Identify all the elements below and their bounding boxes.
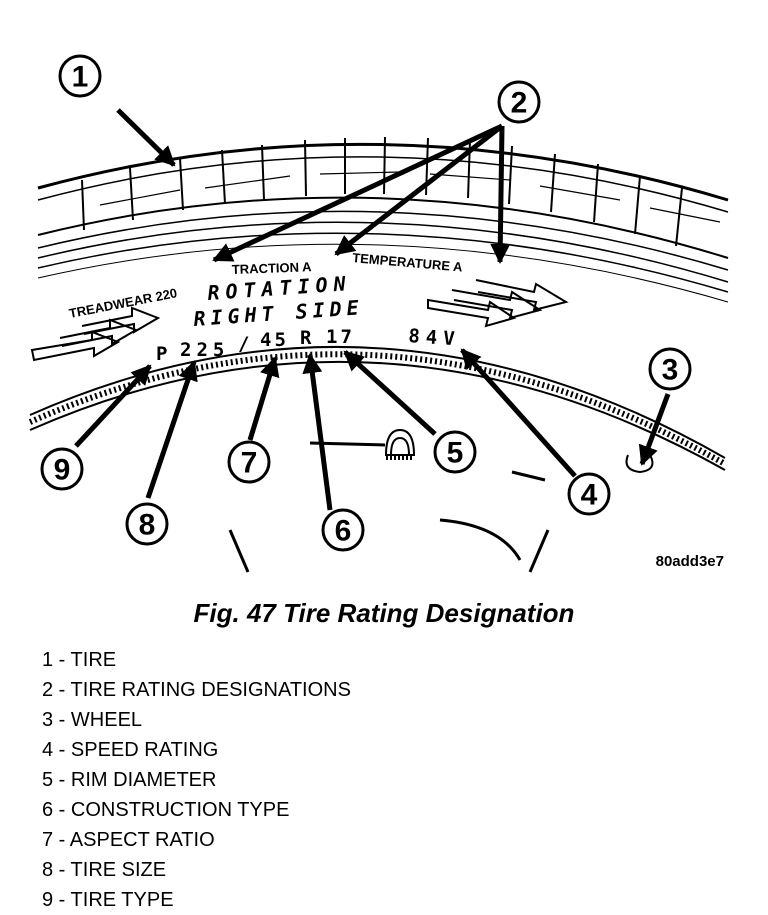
- traction-marking: TRACTION A: [232, 259, 313, 277]
- wheel-sketch: [625, 454, 654, 474]
- svg-text:1: 1: [72, 61, 89, 94]
- svg-text:9: 9: [54, 454, 71, 487]
- callout-leaders: [74, 108, 671, 511]
- legend-item: 7ASPECT RATIO: [42, 825, 351, 855]
- legend-list: 1TIRE 2TIRE RATING DESIGNATIONS 3WHEEL 4…: [42, 645, 351, 915]
- wheel-lines: [228, 441, 550, 573]
- legend-item: 3WHEEL: [42, 705, 351, 735]
- legend-item: 5RIM DIAMETER: [42, 765, 351, 795]
- size-slash: /: [238, 333, 249, 355]
- rim-diameter-marking: 17: [326, 326, 355, 348]
- tire-sidewall-markings: TREADWEAR 220 TRACTION A TEMPERATURE A R…: [68, 250, 464, 365]
- callout-3: 3: [648, 347, 692, 391]
- valve-stem-icon: [384, 428, 416, 460]
- callout-1: 1: [58, 54, 102, 98]
- svg-text:3: 3: [662, 354, 679, 387]
- image-code: 80add3e7: [656, 553, 724, 570]
- callout-5: 5: [433, 430, 477, 474]
- construction-type-marking: R: [300, 327, 312, 349]
- svg-text:7: 7: [241, 447, 258, 480]
- callout-9: 9: [40, 447, 84, 491]
- legend-item: 1TIRE: [42, 645, 351, 675]
- rotation-arrows-right: [427, 279, 569, 328]
- tire-tread: [37, 136, 729, 303]
- svg-text:5: 5: [447, 437, 464, 470]
- rim-bead: [28, 345, 727, 471]
- legend-item: 8TIRE SIZE: [42, 855, 351, 885]
- svg-text:6: 6: [335, 515, 352, 548]
- callout-4: 4: [567, 472, 611, 516]
- rotation-arrows-left: [30, 306, 161, 362]
- callout-6: 6: [321, 508, 365, 552]
- legend-item: 4SPEED RATING: [42, 735, 351, 765]
- temperature-marking: TEMPERATURE A: [352, 250, 464, 275]
- aspect-ratio-marking: 45: [260, 329, 289, 351]
- legend-item: 6CONSTRUCTION TYPE: [42, 795, 351, 825]
- section-width-marking: 225: [180, 339, 229, 361]
- load-speed-marking: 84V: [408, 325, 462, 351]
- svg-text:8: 8: [139, 509, 156, 542]
- tire-type-letter: P: [156, 343, 167, 365]
- legend-item: 2TIRE RATING DESIGNATIONS: [42, 675, 351, 705]
- treadwear-marking: TREADWEAR 220: [68, 285, 179, 321]
- figure-caption: Fig. 47 Tire Rating Designation: [193, 598, 575, 628]
- callout-8: 8: [125, 502, 169, 546]
- legend-item: 9TIRE TYPE: [42, 885, 351, 915]
- callout-7: 7: [227, 440, 271, 484]
- callout-2: 2: [497, 80, 541, 124]
- svg-text:4: 4: [581, 479, 598, 512]
- tire-diagram: TREADWEAR 220 TRACTION A TEMPERATURE A R…: [28, 54, 729, 573]
- svg-text:2: 2: [511, 87, 528, 120]
